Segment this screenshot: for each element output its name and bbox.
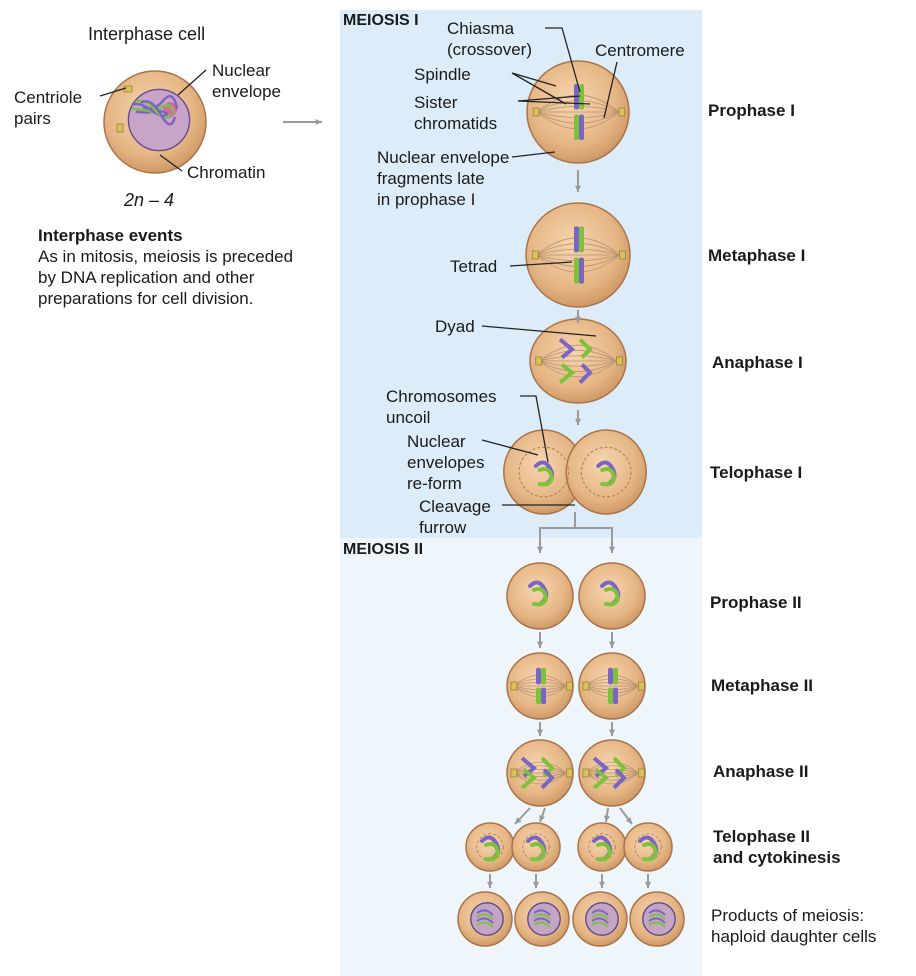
arrow-ana-telo-i: [574, 410, 582, 425]
arrow-product-3: [598, 874, 606, 888]
label-cleavage-furrow: Cleavage furrow: [419, 497, 491, 537]
cell-telophase-ii-1: [465, 822, 515, 872]
cell-prophase-ii-2: [578, 562, 646, 630]
leader-spindle-2: [511, 72, 567, 105]
cell-telophase-ii-2: [511, 822, 561, 872]
phase-anaphase-i: Anaphase I: [712, 353, 803, 372]
interphase-events-text: As in mitosis, meiosis is preceded by DN…: [38, 247, 294, 308]
phase-metaphase-ii: Metaphase II: [711, 676, 814, 695]
interphase-title: Interphase cell: [88, 24, 206, 44]
leader-sister-2: [517, 100, 591, 105]
leader-sister-1: [517, 95, 581, 102]
phase-prophase-i: Prophase I: [708, 101, 795, 120]
label-centriole-pairs: Centriole pairs: [14, 88, 83, 128]
leader-centromere: [603, 61, 618, 119]
phase-telophase-ii: Telophase II and cytokinesis: [713, 827, 841, 867]
leader-centriole: [99, 87, 127, 97]
arrow-to-meiosis: [283, 118, 322, 126]
label-sister-chromatids: Sister chromatids: [414, 93, 498, 133]
leader-nuclear-envelope: [177, 69, 207, 96]
cell-metaphase-ii-2: [578, 652, 646, 720]
cell-anaphase-i: [529, 318, 627, 404]
label-chiasma: Chiasma (crossover): [447, 19, 533, 59]
arrow-product-1: [486, 874, 494, 888]
arrow-product-4: [644, 874, 652, 888]
label-spindle: Spindle: [414, 65, 471, 84]
cell-metaphase-ii-1: [506, 652, 574, 720]
label-envelopes-reform: Nuclear envelopes re-form: [407, 432, 485, 493]
products-label: Products of meiosis: haploid daughter ce…: [711, 906, 877, 946]
arrow-meta-ana-ii-2: [608, 722, 616, 736]
leader-chiasma: [545, 27, 581, 93]
cell-anaphase-ii-2: [578, 739, 646, 807]
phase-telophase-i: Telophase I: [710, 463, 803, 482]
cell-telophase-ii-3: [577, 822, 627, 872]
arrow-split-left: [536, 538, 544, 553]
arrow-pro-meta-ii-2: [608, 632, 616, 648]
cell-prophase-ii-1: [506, 562, 574, 630]
leader-chromatin: [159, 154, 183, 172]
leader-tetrad: [509, 261, 573, 267]
cell-anaphase-ii-1: [506, 739, 574, 807]
label-tetrad: Tetrad: [450, 257, 498, 276]
cell-metaphase-i: [525, 202, 631, 308]
cell-product-4: [629, 891, 685, 947]
arrow-split-right: [608, 538, 616, 553]
label-dyad: Dyad: [435, 317, 475, 336]
arrow-t2-c: [603, 807, 610, 823]
label-chromatin: Chromatin: [187, 163, 266, 182]
arrow-t2-a: [514, 807, 531, 825]
arrow-product-2: [532, 874, 540, 888]
leader-uncoil: [520, 395, 549, 463]
label-nuclear-fragments: Nuclear envelope fragments late in proph…: [377, 148, 510, 209]
arrow-pro-meta-i: [574, 170, 582, 192]
arrow-t2-b: [539, 807, 546, 823]
leader-dyad: [481, 325, 597, 337]
cell-product-1: [457, 891, 513, 947]
leader-reform: [481, 439, 539, 456]
label-chromosomes-uncoil: Chromosomes uncoil: [386, 387, 497, 427]
interphase-events-heading: Interphase events: [38, 226, 183, 245]
meiosis-ii-heading: MEIOSIS II: [343, 541, 424, 558]
leader-nuclear-fragments: [511, 151, 556, 158]
arrow-pro-meta-ii-1: [536, 632, 544, 648]
phase-prophase-ii: Prophase II: [710, 593, 802, 612]
label-centromere: Centromere: [595, 41, 685, 60]
ploidy-label: 2n – 4: [124, 190, 175, 210]
label-nuclear-envelope: Nuclear envelope: [212, 61, 282, 101]
phase-metaphase-i: Metaphase I: [708, 246, 806, 265]
leader-spindle-1: [511, 72, 557, 87]
cell-product-2: [514, 891, 570, 947]
cell-telophase-ii-4: [623, 822, 673, 872]
phase-anaphase-ii: Anaphase II: [713, 762, 809, 781]
cell-product-3: [572, 891, 628, 947]
arrow-t2-d: [619, 807, 633, 825]
interphase-cell: [103, 70, 207, 174]
arrow-meta-ana-ii-1: [536, 722, 544, 736]
arrow-meta-ana-i: [574, 310, 582, 323]
meiosis-i-heading: MEIOSIS I: [343, 12, 419, 29]
